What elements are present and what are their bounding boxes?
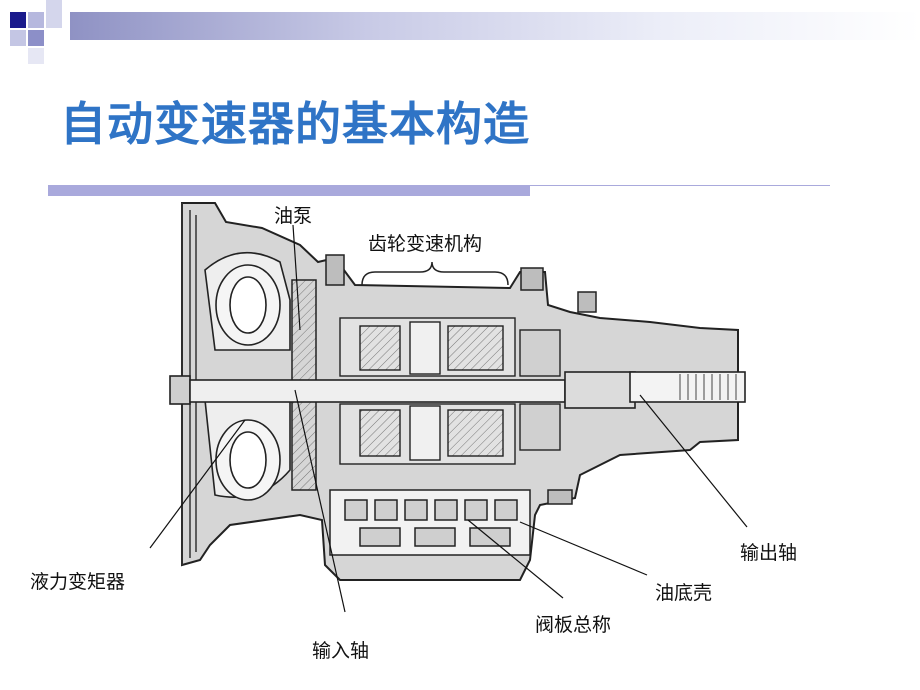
label-gear-mechanism: 齿轮变速机构 (368, 233, 483, 255)
gear-mechanism-brace (361, 261, 509, 286)
shaft-drawing (169, 371, 746, 409)
label-oil-pan: 油底壳 (655, 582, 713, 604)
gear-set-drawing (339, 317, 561, 465)
title-underline (48, 185, 530, 196)
label-input-shaft: 输入轴 (312, 640, 370, 662)
leader-lines (149, 224, 748, 613)
slide-title: 自动变速器的基本构造 (60, 97, 530, 151)
label-torque-converter: 液力变矩器 (30, 571, 126, 593)
label-output-shaft: 输出轴 (740, 542, 798, 564)
title-underline-thin (530, 185, 830, 186)
label-valve-body: 阀板总称 (535, 614, 612, 636)
torque-converter-drawing (204, 251, 291, 501)
corner-decoration (0, 0, 70, 70)
valve-body-drawing (329, 489, 531, 556)
header-band (70, 12, 920, 40)
label-oil-pump: 油泵 (274, 205, 313, 227)
